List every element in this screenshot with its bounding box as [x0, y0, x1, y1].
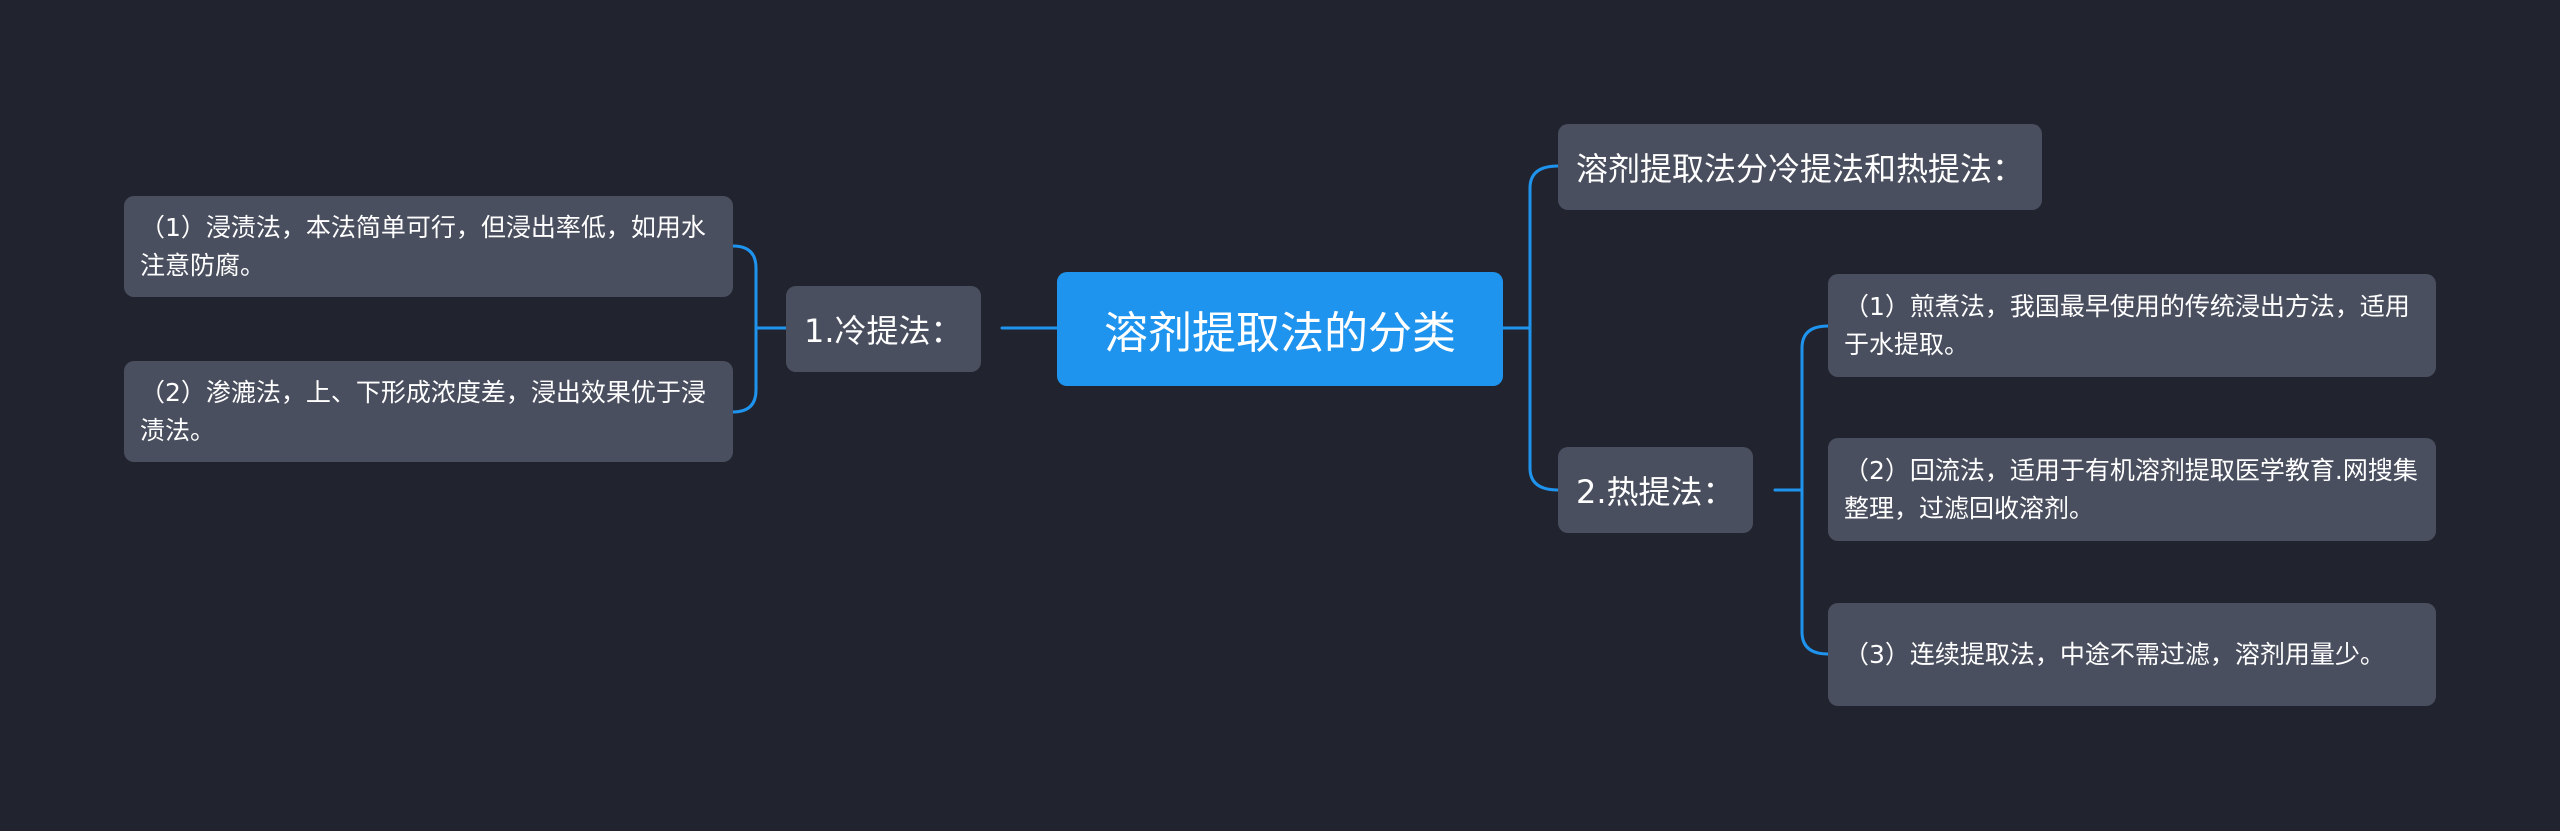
connector-cold-to-children: [731, 244, 788, 414]
topic-cold-extraction[interactable]: 1.冷提法：: [786, 286, 981, 372]
topic-hot-extraction-label: 2.热提法：: [1576, 473, 1735, 511]
topic-cold-extraction-label: 1.冷提法：: [804, 312, 963, 350]
subtopic-percolation-label: （2）渗漉法，上、下形成浓度差，浸出效果优于浸渍法。: [140, 377, 706, 445]
subtopic-maceration[interactable]: （1）浸渍法，本法简单可行，但浸出率低，如用水注意防腐。: [124, 196, 733, 297]
subtopic-maceration-label: （1）浸渍法，本法简单可行，但浸出率低，如用水注意防腐。: [140, 212, 706, 280]
topic-hot-extraction[interactable]: 2.热提法：: [1558, 447, 1753, 533]
topic-extraction-summary[interactable]: 溶剂提取法分冷提法和热提法：: [1558, 124, 2043, 210]
subtopic-reflux-label: （2）回流法，适用于有机溶剂提取医学教育.网搜集整理，过滤回收溶剂。: [1844, 455, 2418, 523]
subtopic-reflux[interactable]: （2）回流法，适用于有机溶剂提取医学教育.网搜集整理，过滤回收溶剂。: [1828, 438, 2436, 541]
topic-extraction-summary-label: 溶剂提取法分冷提法和热提法：: [1576, 150, 2025, 188]
connector-root-to-right: [1501, 164, 1560, 492]
subtopic-percolation[interactable]: （2）渗漉法，上、下形成浓度差，浸出效果优于浸渍法。: [124, 361, 733, 462]
subtopic-decoction[interactable]: （1）煎煮法，我国最早使用的传统浸出方法，适用于水提取。: [1828, 274, 2436, 377]
subtopic-decoction-label: （1）煎煮法，我国最早使用的传统浸出方法，适用于水提取。: [1844, 291, 2410, 359]
subtopic-continuous-extraction[interactable]: （3）连续提取法，中途不需过滤，溶剂用量少。: [1828, 603, 2436, 706]
root-topic[interactable]: 溶剂提取法的分类: [1057, 272, 1503, 386]
connector-hot-to-children: [1773, 324, 1830, 656]
subtopic-continuous-extraction-label: （3）连续提取法，中途不需过滤，溶剂用量少。: [1844, 639, 2385, 669]
root-topic-label: 溶剂提取法的分类: [1104, 308, 1456, 359]
